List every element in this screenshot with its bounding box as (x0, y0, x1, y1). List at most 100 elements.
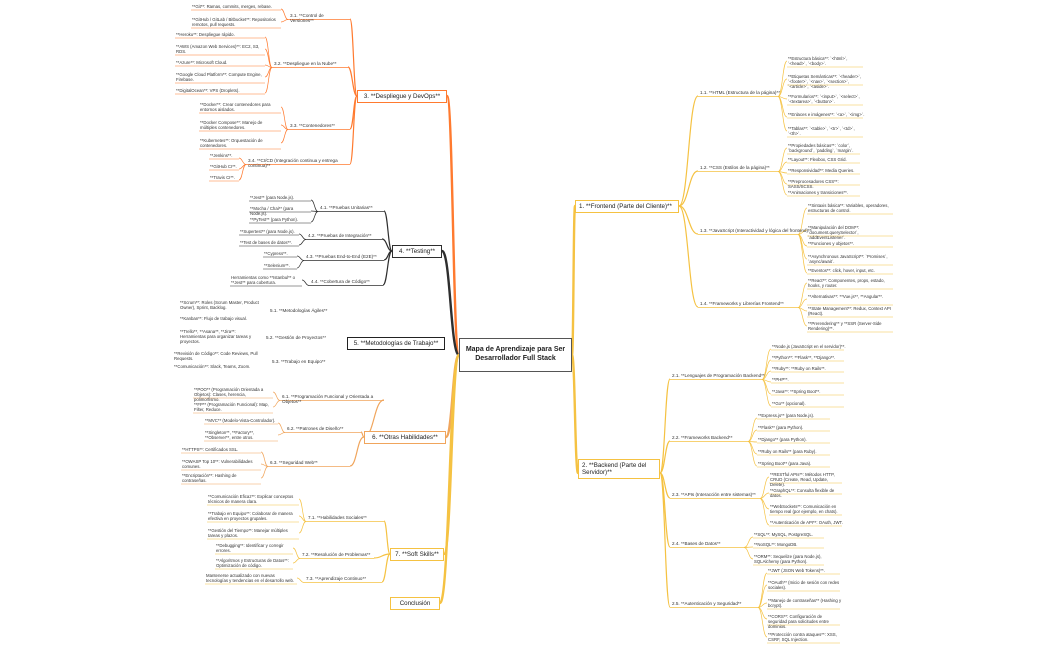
leaf-item[interactable]: **Flask** (para Python). (758, 425, 804, 430)
leaf-item[interactable]: **Heroku**: Despliegue rápido. (176, 32, 235, 37)
frontend-branch-node[interactable]: 1. **Frontend (Parte del Cliente)** (575, 200, 679, 213)
leaf-item[interactable]: **MVC** (Modelo-Vista-Controlador). (205, 418, 276, 423)
leaf-item[interactable]: **Eventos**: click, hover, input, etc. (808, 268, 875, 273)
section-node[interactable]: 7.2. **Resolución de Problemas** (302, 552, 371, 557)
leaf-item[interactable]: **Django** (para Python). (758, 437, 807, 442)
leaf-item[interactable]: **Trello**, **Asana**, **Jira**: Herrami… (180, 329, 252, 344)
leaf-item[interactable]: **Prerendering** y **SSR (Server-Side Re… (808, 321, 882, 331)
leaf-item[interactable]: **HTTPS**: Certificados SSL. (182, 447, 239, 452)
root-node[interactable]: Mapa de Aprendizaje para Ser Desarrollad… (459, 338, 572, 372)
leaf-item[interactable]: **PyTest** (para Python). (250, 217, 299, 222)
leaf-item[interactable]: **Tablas**: `<table>`, `<tr>`, `<td>`, `… (788, 126, 855, 136)
leaf-item[interactable]: **Protección contra ataques**: XSS, CSRF… (768, 632, 837, 642)
leaf-item[interactable]: **Git**: Ramas, commits, merges, rebase. (192, 4, 272, 9)
leaf-item[interactable]: **Cypress**. (264, 251, 288, 256)
leaf-item[interactable]: **ORM**: Sequelize (para Node.js), SQLAl… (754, 554, 822, 564)
leaf-item[interactable]: **GitHub CI**. (210, 164, 237, 169)
leaf-item[interactable]: **Debugging**: Identificar y corregir er… (216, 543, 284, 553)
leaf-item[interactable]: **Estructura básica**: `<html>`, `<head>… (788, 56, 848, 66)
leaf-item[interactable]: Herramientas como **Istanbul** o **Jest*… (231, 275, 296, 285)
leaf-item[interactable]: **Responsividad**: Media Queries. (788, 168, 855, 173)
section-node[interactable]: 1.1. **HTML (Estructura de la página)** (700, 90, 781, 95)
section-node[interactable]: 3.3. **Contenedores** (290, 123, 335, 128)
soft-branch-node[interactable]: 7. **Soft Skills** (390, 548, 444, 561)
leaf-item[interactable]: **Formularios**: `<input>`, `<select>`, … (788, 94, 860, 104)
leaf-item[interactable]: **WebSockets**: Comunicación en tiempo r… (770, 504, 838, 514)
leaf-item[interactable]: **Asynchronous JavaScript**: `Promises`,… (808, 254, 888, 264)
leaf-item[interactable]: **Sintaxis básica**: Variables, operador… (808, 203, 889, 213)
leaf-item[interactable]: **Funciones y objetos**. (808, 241, 855, 246)
section-node[interactable]: 1.3. **JavaScript (Interactividad y lógi… (700, 228, 812, 233)
other-branch-node[interactable]: 6. **Otras Habilidades** (364, 431, 446, 444)
backend-branch-node[interactable]: 2. **Backend (Parte del Servidor)** (578, 459, 660, 479)
leaf-item[interactable]: **GitHub / GitLab / Bitbucket**: Reposit… (192, 17, 276, 27)
section-node[interactable]: 1.2. **CSS (Estilos de la página)** (700, 165, 770, 170)
section-node[interactable]: 7.3. **Aprendizaje Continuo** (306, 576, 367, 581)
leaf-item[interactable]: **Google Cloud Platform**: Compute Engin… (176, 72, 262, 82)
testing-branch-node[interactable]: 4. **Testing** (392, 245, 442, 258)
leaf-item[interactable]: **Ruby**: **Ruby on Rails**. (772, 366, 826, 371)
leaf-item[interactable]: **Alternativas**: **Vue.js**, **Angular*… (808, 294, 884, 299)
leaf-item[interactable]: **Scrum**: Roles (Scrum Master, Product … (180, 300, 259, 310)
methods-branch-node[interactable]: 5. **Metodologías de Trabajo** (347, 337, 445, 350)
leaf-item[interactable]: **Node.js (JavaScript en el servidor)**. (772, 344, 846, 349)
leaf-item[interactable]: **Mocha / Chai** (para Node.js). (250, 206, 294, 216)
leaf-item[interactable]: **Propiedades básicas**: `color`, `backg… (788, 143, 854, 153)
leaf-item[interactable]: **Test de bases de datos**. (240, 240, 293, 245)
leaf-item[interactable]: **Revisión de Código**: Code Reviews, Pu… (174, 351, 258, 361)
leaf-item[interactable]: **OWASP Top 10**: Vulnerabilidades comun… (182, 459, 253, 469)
section-node[interactable]: 6.1. **Programación Funcional y Orientad… (282, 394, 374, 405)
leaf-item[interactable]: **Jenkins**. (210, 153, 233, 158)
leaf-item[interactable]: **POO** (Programación Orientada a Objeto… (194, 387, 264, 402)
leaf-item[interactable]: **Python**: **Flask**, **Django**. (772, 355, 836, 360)
leaf-item[interactable]: **Etiquetas Semánticas**: `<header>`, `<… (788, 74, 862, 89)
leaf-item[interactable]: **Express.js** (para Node.js). (758, 413, 815, 418)
leaf-item[interactable]: **CORS**: Configuración de seguridad par… (768, 614, 829, 629)
leaf-item[interactable]: **Kubernetes**: Orquestación de contened… (200, 138, 263, 148)
leaf-item[interactable]: **Travis CI**. (210, 175, 235, 180)
leaf-item[interactable]: **Selenium**. (264, 263, 290, 268)
devops-branch-node[interactable]: 3. **Despliegue y DevOps** (357, 90, 447, 103)
leaf-item[interactable]: **DigitalOcean**: VPS (Droplets). (176, 88, 240, 93)
leaf-item[interactable]: **Animaciones y transiciones**. (788, 190, 848, 195)
leaf-item[interactable]: **React**: Componentes, props, estado, h… (808, 278, 885, 288)
section-node[interactable]: 2.2. **Frameworks Backend** (672, 435, 733, 440)
section-node[interactable]: 6.2. **Patrones de Diseño** (287, 426, 344, 431)
leaf-item[interactable]: **Enlaces e imágenes**: `<a>`, `<img>`. (788, 112, 865, 117)
section-node[interactable]: 1.4. **Frameworks y Librerías Frontend** (700, 301, 784, 306)
section-node[interactable]: 4.2. **Pruebas de Integración** (308, 233, 372, 238)
leaf-item[interactable]: **Algoritmos y Estructuras de Datos**: O… (216, 558, 289, 568)
section-node[interactable]: 2.1. **Lenguajes de Programación Backend… (672, 373, 765, 378)
leaf-item[interactable]: **PHP**. (772, 377, 789, 382)
section-node[interactable]: 5.2. **Gestión de Proyectos** (266, 335, 327, 340)
section-node[interactable]: 6.3. **Seguridad Web** (270, 460, 318, 465)
section-node[interactable]: 2.5. **Autenticación y Seguridad** (672, 601, 742, 606)
leaf-item[interactable]: **SQL**: MySQL, PostgreSQL. (754, 532, 813, 537)
section-node[interactable]: 2.3. **APIs (Interacción entre sistemas)… (672, 492, 756, 497)
section-node[interactable]: 5.3. **Trabajo en Equipo** (272, 359, 326, 364)
leaf-item[interactable]: **Manejo de contraseñas** (Hashing y bcr… (768, 598, 842, 608)
conclusion-node[interactable]: Conclusión (390, 597, 440, 610)
leaf-item[interactable]: **JWT (JSON Web Tokens)**. (768, 568, 825, 573)
leaf-item[interactable]: **Kanban**: Flujo de trabajo visual. (180, 316, 247, 321)
leaf-item[interactable]: **FP** (Programación Funcional): Map, Fi… (194, 402, 269, 412)
leaf-item[interactable]: **GraphQL**: Consulta flexible de datos. (770, 488, 835, 498)
leaf-item[interactable]: **Preprocesadores CSS**: SASS/SCSS. (788, 179, 839, 189)
leaf-item[interactable]: **AWS (Amazon Web Services)**: EC2, S3, … (176, 44, 260, 54)
leaf-item[interactable]: **Supertest** (para Node.js). (240, 229, 295, 234)
leaf-item[interactable]: **Comunicación**: Slack, Teams, Zoom. (174, 364, 251, 369)
leaf-item[interactable]: **Encriptación**: Hashing de contraseñas… (182, 473, 237, 483)
leaf-item[interactable]: **RESTful APIs**: Métodos HTTP, CRUD (Cr… (770, 472, 835, 487)
leaf-item[interactable]: **Go** (opcional). (772, 401, 806, 406)
leaf-item[interactable]: **Docker**: Crear contenedores para ento… (200, 102, 271, 112)
leaf-item[interactable]: **Comunicación Eficaz**: Explicar concep… (208, 494, 294, 504)
section-node[interactable]: 2.4. **Bases de Datos** (672, 541, 721, 546)
section-node[interactable]: 7.1. **Habilidades Sociales** (308, 515, 367, 520)
section-node[interactable]: 4.1. **Pruebas Unitarias** (320, 205, 373, 210)
leaf-item[interactable]: **Manipulación del DOM**: `document.quer… (808, 225, 860, 240)
leaf-item[interactable]: **NoSQL**: MongoDB. (754, 542, 798, 547)
leaf-item[interactable]: **State Management**: Redux, Context API… (808, 306, 891, 316)
section-node[interactable]: 3.2. **Despliegue en la Nube** (274, 61, 337, 66)
leaf-item[interactable]: **Ruby on Rails** (para Ruby). (758, 449, 817, 454)
leaf-item[interactable]: **Trabajo en Equipo**: Colaborar de mane… (208, 511, 293, 521)
